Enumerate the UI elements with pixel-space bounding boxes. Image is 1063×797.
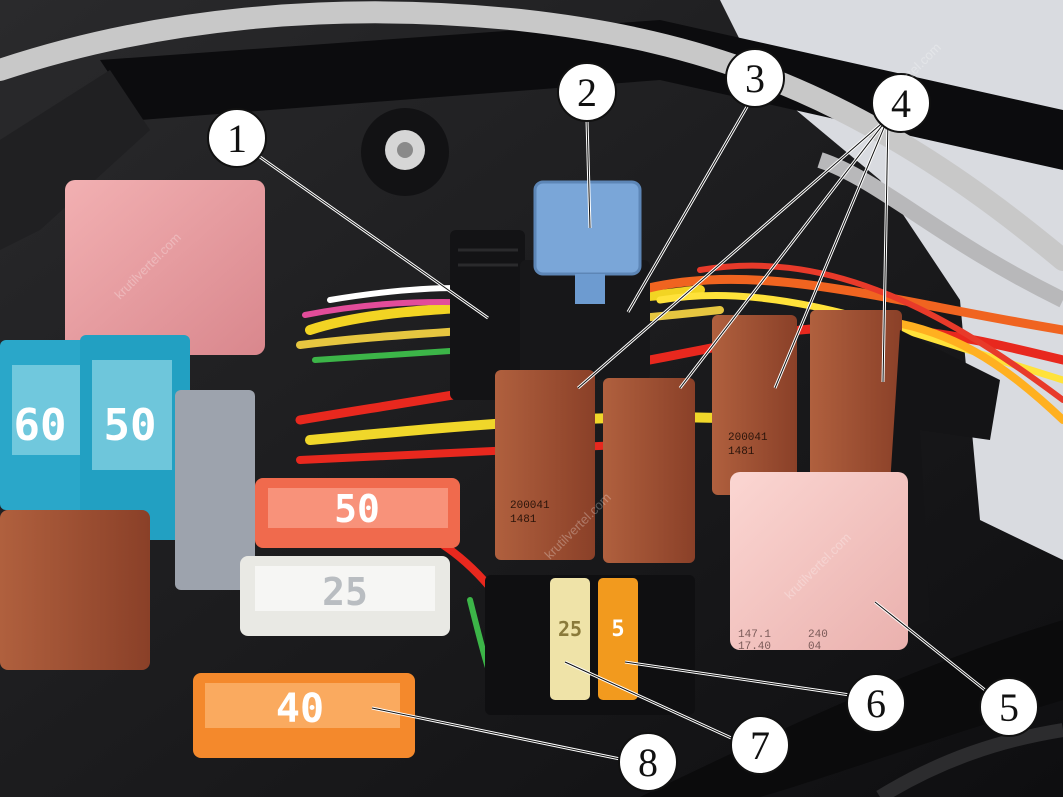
relay-code: 1481 (728, 446, 755, 458)
callout-4: 4 (871, 73, 931, 133)
black-connector-left (450, 230, 525, 400)
tube-ridge (876, 723, 1063, 797)
fuse-value-label: 60 (14, 400, 67, 451)
mini-fuse-25: 25 (550, 578, 590, 700)
callout-1: 1 (207, 108, 267, 168)
callout-number: 6 (866, 681, 886, 726)
callout-number: 5 (999, 685, 1019, 730)
relay-code: 1481 (510, 514, 537, 526)
fuse-value-label: 50 (334, 487, 380, 531)
callout-number: 1 (227, 116, 247, 161)
fuse-40: 40 (193, 673, 415, 758)
relay-code: 04 (808, 641, 822, 653)
blue-fuse-left-a: 60 (0, 340, 100, 510)
blue-relay (535, 182, 640, 274)
brown-relay-3: 200041 1481 (712, 315, 797, 495)
fuse-value-label: 5 (611, 617, 624, 642)
fuse-25-large: 25 (240, 556, 450, 636)
callout-7: 7 (730, 715, 790, 775)
fuse-50: 50 (255, 478, 460, 548)
mini-fuse-5: 5 (598, 578, 638, 700)
light-pink-relay: 147.1 17.40 240 04 (730, 472, 908, 653)
fuse-value-label: 25 (322, 570, 368, 614)
relay-code: 240 (808, 629, 828, 641)
relay-code: 200041 (728, 432, 768, 444)
callout-3: 3 (725, 48, 785, 108)
fuse-value-label: 50 (104, 400, 157, 451)
fuse-value-label: 40 (276, 686, 324, 732)
callout-number: 4 (891, 81, 911, 126)
fuse-value-label: 25 (558, 617, 582, 641)
black-connector-right (520, 260, 650, 380)
callout-number: 7 (750, 723, 770, 768)
relay-code: 17.40 (738, 641, 771, 653)
leader-lines-dark (249, 104, 986, 761)
brown-relay-2 (603, 378, 695, 563)
callout-5: 5 (979, 677, 1039, 737)
callout-number: 8 (638, 740, 658, 785)
right-bracket (880, 330, 1000, 640)
grey-socket (175, 390, 255, 590)
brown-relay-left (0, 510, 150, 670)
relay-code: 200041 (510, 500, 550, 512)
callout-number: 2 (577, 70, 597, 115)
brown-relay-4 (810, 310, 902, 485)
callout-2: 2 (557, 62, 617, 122)
blue-fuse-left-b: 50 (80, 335, 190, 540)
screw-head (397, 142, 413, 158)
callout-6: 6 (846, 673, 906, 733)
brown-relay-1: 200041 1481 (495, 370, 595, 560)
left-housing-wall (0, 70, 150, 250)
top-housing-edge (100, 20, 1063, 170)
pink-relay-large (65, 180, 265, 355)
relay-code: 147.1 (738, 629, 771, 641)
callout-8: 8 (618, 732, 678, 792)
grey-cable-shadow (817, 152, 1063, 308)
callout-number: 3 (745, 56, 765, 101)
blue-relay-tab (575, 274, 605, 304)
